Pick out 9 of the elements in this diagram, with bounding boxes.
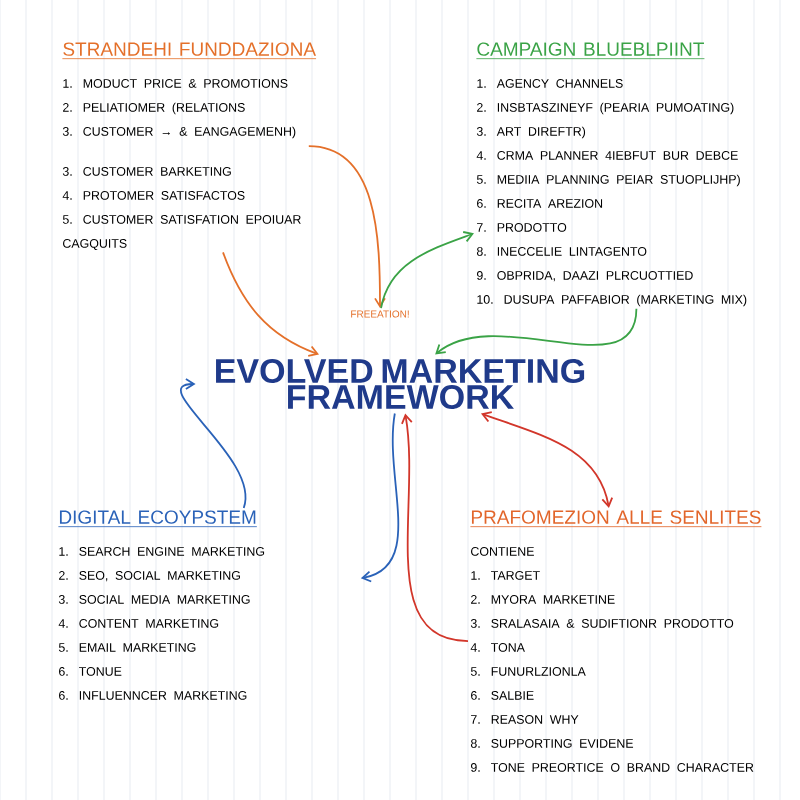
arrow bbox=[307, 145, 386, 309]
arrow bbox=[481, 411, 614, 508]
arrow bbox=[360, 412, 400, 583]
title-text: EVOLVED MARKETING FRAMEWORK bbox=[216, 358, 585, 410]
arrow bbox=[222, 251, 320, 357]
arrow bbox=[435, 307, 638, 355]
arrow bbox=[401, 413, 469, 642]
arrow bbox=[380, 231, 474, 309]
arrow bbox=[179, 378, 247, 509]
